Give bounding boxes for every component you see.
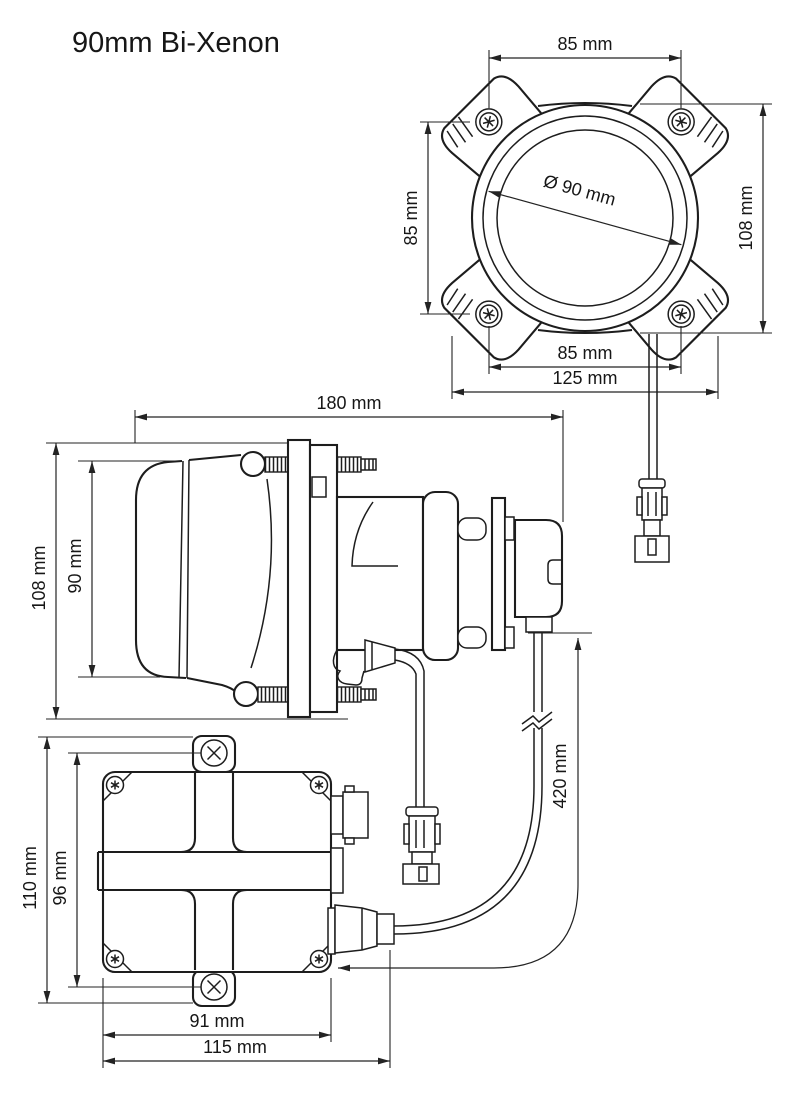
bezel-bottom-edge: [537, 328, 633, 335]
housing-top-edge: [188, 453, 242, 462]
dim-front-screw-height-label: 85 mm: [401, 190, 421, 245]
dim-front-screw-height: 85 mm: [401, 121, 470, 315]
dim-front-top-label: 85 mm: [557, 34, 612, 54]
dim-ballast-screw-height-label: 96 mm: [50, 850, 70, 905]
tab-screw-bottom: [200, 973, 228, 1001]
front-pigtail-connector: [634, 334, 670, 563]
lens-rim: [482, 115, 688, 321]
dim-ballast-body-width-label: 91 mm: [189, 1011, 244, 1031]
flange-nut-bottom: [504, 626, 515, 649]
lens-outline: [134, 459, 187, 680]
cable-break-symbol: [521, 711, 553, 732]
ballast-output-connector: [330, 785, 369, 845]
dim-side-height: 108 mm: [29, 442, 348, 720]
dim-side-height-label: 108 mm: [29, 545, 49, 610]
ballast-view: 110 mm 96 mm 91 mm 115 mm: [20, 734, 395, 1068]
dim-front-screw-width-label: 85 mm: [557, 343, 612, 363]
projector-side: [134, 438, 564, 719]
cross-end-plate: [330, 847, 344, 894]
mounting-bracket: [286, 438, 339, 719]
dim-front-height-label: 108 mm: [736, 185, 756, 250]
retaining-ring: [421, 490, 460, 662]
dim-front-height: 108 mm: [640, 103, 772, 334]
dim-side-length: 180 mm: [134, 393, 564, 522]
igniter: [513, 518, 564, 633]
front-view: Ø 90 mm 85 mm 85 mm 108 mm 85 mm: [401, 34, 772, 563]
spring-clip-top: [457, 517, 487, 541]
dim-front-width-label: 125 mm: [552, 368, 617, 388]
projector-body: [335, 495, 425, 652]
reflector-line: [351, 501, 398, 567]
dim-front-width: 125 mm: [451, 336, 719, 399]
dim-front-top: 85 mm: [488, 34, 682, 108]
dim-side-lens-height-label: 90 mm: [65, 538, 85, 593]
side-view: 180 mm 108 mm 90 mm: [29, 393, 592, 972]
dim-ballast-body-width: 91 mm: [102, 978, 332, 1068]
socket-flange: [490, 496, 507, 652]
dim-ballast-height: 110 mm: [20, 736, 193, 1004]
lens-glass-arc: [250, 478, 273, 669]
adjuster-stud-top: [239, 450, 377, 478]
dim-side-length-label: 180 mm: [316, 393, 381, 413]
lens-seam: [178, 459, 190, 679]
lamp-wire-connector: [394, 648, 441, 885]
bezel-top-edge: [537, 101, 633, 108]
dim-cable-length: 420 mm: [338, 632, 592, 972]
ballast-body: [96, 734, 395, 1008]
dim-ballast-width: 115 mm: [103, 950, 391, 1068]
dim-ballast-screw-height: 96 mm: [50, 752, 201, 988]
dim-ballast-width-label: 115 mm: [203, 1037, 267, 1057]
flange-nut-top: [504, 516, 515, 541]
igniter-cable: [393, 632, 553, 935]
cross-rib: [96, 772, 331, 970]
dim-cable-length-label: 420 mm: [550, 743, 570, 808]
dim-side-lens-height: 90 mm: [65, 460, 182, 678]
ballast-cable-connector: [327, 904, 395, 955]
tab-screw-top: [200, 739, 228, 767]
dim-ballast-height-label: 110 mm: [20, 846, 40, 910]
page-title: 90mm Bi-Xenon: [72, 27, 280, 59]
spring-clip-bottom: [457, 626, 487, 649]
housing-bottom-edge: [186, 676, 237, 693]
